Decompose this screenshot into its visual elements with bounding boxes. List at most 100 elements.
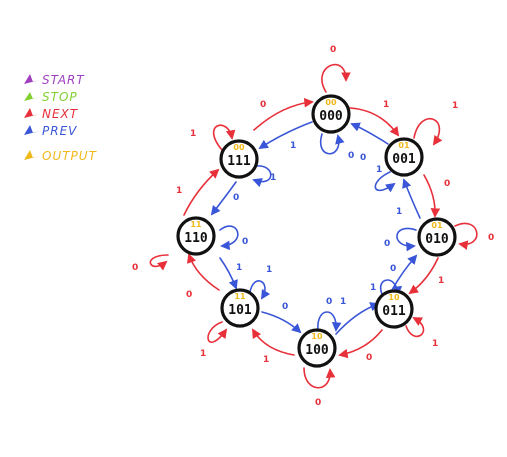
prev-loop-labels: 0 1 0 1 0 1 0 1 [242,151,390,307]
prev-label-001-000: 0 [360,153,366,163]
next-loop-label-100: 0 [315,398,321,408]
legend-label-next: NEXT [42,107,79,121]
prev-loop-label-101: 1 [266,265,272,275]
next-loop-101 [207,321,228,343]
state-110: 11 110 [176,216,216,256]
next-loop-010 [454,222,478,250]
state-circle-000 [311,94,351,134]
state-output-101: 11 [234,292,246,301]
next-label-010-011: 1 [438,276,444,286]
next-loop-label-011: 1 [432,339,438,349]
next-arrow-010-011 [408,257,439,295]
prev-loop-101 [249,280,271,300]
legend-item-next: NEXT [24,107,79,121]
state-code-110: 110 [184,231,208,246]
prev-label-111-110: 0 [233,193,239,203]
next-loop-label-000: 0 [330,45,336,55]
prev-label-010-001: 1 [396,207,402,217]
state-circle-111 [219,139,259,179]
legend-label-stop: STOP [42,90,78,104]
prev-self-loops [219,133,417,332]
state-output-001: 01 [398,141,410,150]
state-output-000: 00 [325,98,337,107]
prev-loop-001 [374,171,396,193]
next-transitions [183,97,441,359]
state-001: 01 001 [384,137,424,177]
next-arrow-110-111 [183,168,220,216]
state-output-111: 00 [233,143,245,152]
next-arrow-001-010 [423,174,441,218]
state-output-011: 10 [388,293,400,302]
prev-label-101-100: 0 [282,302,288,312]
next-label-111-000: 0 [260,100,266,110]
next-loop-label-001: 1 [452,101,458,111]
next-loop-label-101: 1 [200,349,206,359]
prev-label-100-011: 1 [340,297,346,307]
next-label-110-111: 1 [176,186,182,196]
state-output-100: 10 [311,332,323,341]
state-111: 00 111 [219,139,259,179]
next-loop-label-111: 1 [190,129,196,139]
prev-loop-label-000: 0 [348,151,354,161]
next-self-loops [149,63,478,389]
prev-arrow-101-100 [261,311,302,334]
legend-swatch-prev [24,125,40,135]
legend-swatch-stop [24,92,40,101]
legend-item-start: START [24,73,85,87]
prev-loop-label-001: 1 [376,165,382,175]
legend: START STOP NEXT PREV OUTPUT [24,73,98,163]
state-code-111: 111 [227,154,251,169]
next-loop-001 [413,118,443,146]
state-output-110: 11 [190,220,202,229]
state-circle-011 [374,289,414,329]
prev-label-011-010: 0 [390,264,396,274]
next-loop-labels: 0 1 0 1 0 1 0 1 [132,45,494,408]
next-arrow-111-000 [253,97,314,131]
prev-label-000-111: 1 [290,141,296,151]
state-circle-100 [297,328,337,368]
prev-loop-000 [319,133,345,155]
next-loop-000 [321,63,351,93]
legend-item-stop: STOP [24,90,78,104]
prev-loop-110 [219,225,239,251]
prev-loop-label-111: 1 [270,173,276,183]
prev-loop-010 [396,227,417,252]
prev-loop-label-110: 0 [242,237,248,247]
prev-loop-label-011: 1 [370,283,376,293]
state-100: 10 100 [297,328,337,368]
next-loop-label-110: 0 [132,263,138,273]
state-circle-001 [384,137,424,177]
next-arrow-000-001 [349,107,400,137]
prev-loop-label-100: 0 [326,297,332,307]
prev-arrow-110-101 [219,257,238,290]
next-loop-label-010: 0 [488,233,494,243]
next-loop-011 [405,317,425,338]
legend-swatch-start [24,74,40,84]
prev-loop-011 [379,279,403,299]
state-code-010: 010 [425,232,449,247]
prev-arrow-000-111 [258,121,313,150]
prev-labels: 1 0 1 0 1 0 1 0 [233,141,402,312]
state-output-010: 01 [431,221,443,230]
states: 00 000 01 001 01 010 10 011 10 100 11 10… [176,94,457,368]
state-code-001: 001 [392,152,416,167]
prev-arrow-010-001 [402,178,421,219]
legend-label-start: START [42,73,85,87]
prev-loop-100 [317,311,342,332]
prev-loop-label-010: 0 [384,239,390,249]
prev-arrow-001-000 [350,122,389,145]
next-label-011-100: 0 [366,353,372,363]
legend-label-output: OUTPUT [42,149,98,163]
state-code-000: 000 [319,109,343,124]
next-label-001-010: 0 [444,179,450,189]
prev-loop-111 [252,165,272,188]
legend-swatch-next [24,108,40,118]
next-label-101-110: 0 [186,290,192,300]
prev-arrow-111-110 [210,181,237,216]
state-000: 00 000 [311,94,351,134]
state-code-011: 011 [382,304,406,319]
state-101: 11 101 [220,288,260,328]
state-circle-110 [176,216,216,256]
next-arrow-011-100 [338,329,383,359]
